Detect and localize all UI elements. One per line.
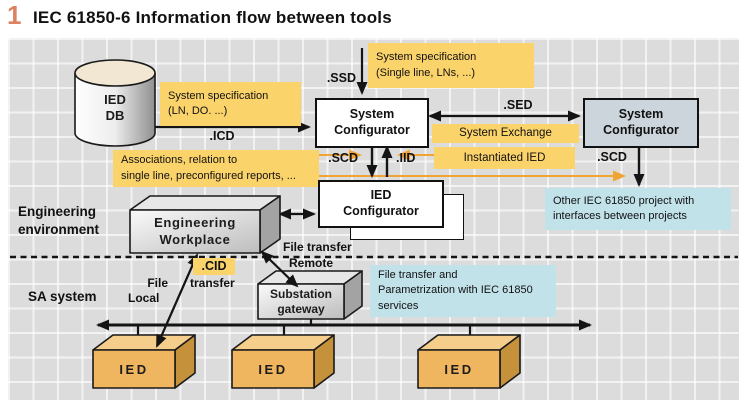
engineering-workplace-box: [129, 195, 281, 254]
file-local-label-local: Local: [128, 291, 160, 305]
note-text: System Exchange: [459, 127, 552, 140]
label-text: .CID: [201, 258, 227, 273]
ied1-front-face: [92, 349, 176, 389]
iid-file-label: .IID: [396, 151, 416, 165]
substation-gateway-label: Substation gateway: [270, 287, 332, 316]
ied-db-cylinder-top: [74, 59, 156, 87]
file-local-label-file: File: [147, 276, 168, 290]
system-configurator-left-box: System Configurator: [315, 98, 429, 148]
gateway-front-face: [257, 283, 345, 320]
system-configurator-right-box: System Configurator: [583, 98, 699, 148]
figure-number: 1: [7, 0, 22, 30]
file-transfer-remote-label-line2: Remote: [289, 256, 334, 270]
ied3-box: [417, 334, 521, 389]
ied3-label: IED: [444, 361, 474, 377]
scd-file-label: .SCD: [328, 151, 358, 165]
note-text: Other IEC 61850 project with interfaces …: [553, 194, 695, 222]
sed-file-label: .SED: [503, 98, 533, 112]
ied3-front-face: [417, 349, 501, 389]
ied-db-cylinder-body: [74, 73, 156, 147]
file-transfer-remote-label-line1: File transfer: [283, 240, 352, 254]
ied2-label: IED: [258, 361, 288, 377]
ied2-box: [231, 334, 335, 389]
note-text: Associations, relation to single line, p…: [121, 154, 296, 182]
note-text: System specification (LN, DO. ...): [168, 89, 269, 117]
icd-file-label: .ICD: [209, 129, 235, 143]
file-transfer-remote-arrow: [260, 250, 299, 288]
engineering-workplace-label: Engineering Workplace: [154, 215, 236, 247]
note-system-specification-ln-do: System specification (LN, DO. ...): [160, 82, 301, 126]
note-text: Instantiated IED: [463, 151, 546, 164]
workplace-top-face: [129, 195, 281, 211]
engineering-environment-label: Engineering environment: [18, 204, 100, 238]
file-transfer-local-arrow: [155, 253, 199, 348]
ied-db-label: IED DB: [104, 91, 126, 123]
workplace-front-face: [129, 209, 261, 254]
cid-file-label: .CID: [193, 258, 235, 275]
note-other-iec61850-project: Other IEC 61850 project with interfaces …: [545, 188, 731, 230]
note-text: File transfer and Parametrization with I…: [378, 268, 533, 312]
ied2-front-face: [231, 349, 315, 389]
note-file-transfer-parametrization: File transfer and Parametrization with I…: [370, 265, 556, 317]
note-text: System specification (Single line, LNs, …: [376, 51, 477, 79]
note-instantiated-ied: Instantiated IED: [434, 147, 575, 169]
ied-configurator-box: IED Configurator: [318, 180, 444, 228]
ssd-file-label: .SSD: [326, 71, 356, 85]
figure-title: IEC 61850-6 Information flow between too…: [33, 8, 392, 27]
file-local-label-transfer: transfer: [190, 276, 235, 290]
note-system-specification-single-line: System specification (Single line, LNs, …: [368, 43, 534, 88]
scd-right-file-label: .SCD: [597, 150, 627, 164]
note-associations: Associations, relation to single line, p…: [113, 150, 319, 187]
note-system-exchange: System Exchange: [432, 124, 579, 143]
sa-system-label: SA system: [28, 289, 97, 304]
ied1-label: IED: [119, 361, 149, 377]
